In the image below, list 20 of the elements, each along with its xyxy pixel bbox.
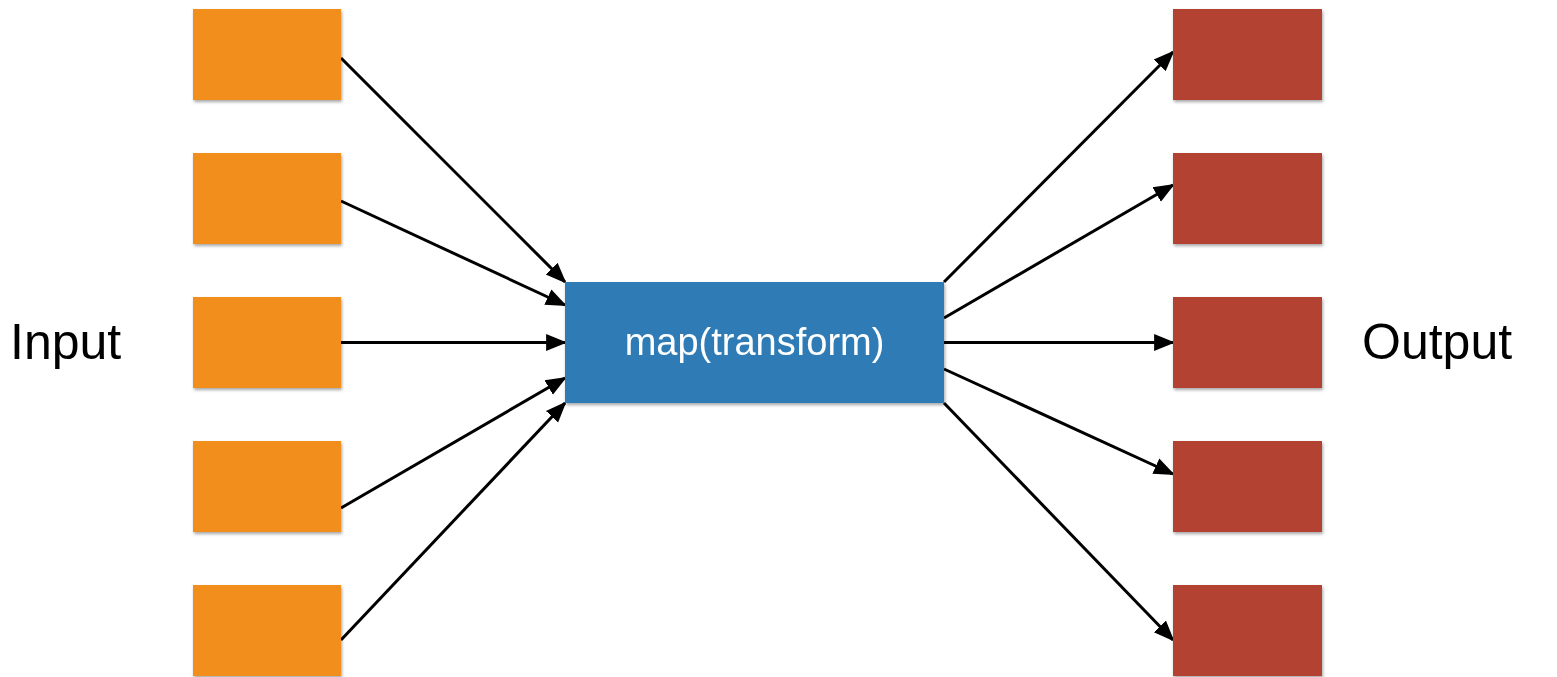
input-box bbox=[193, 441, 341, 532]
arrow bbox=[943, 183, 1175, 320]
output-box bbox=[1173, 585, 1322, 676]
arrow bbox=[942, 50, 1175, 284]
output-label: Output bbox=[1362, 313, 1513, 372]
arrow bbox=[943, 367, 1175, 476]
input-box bbox=[193, 153, 341, 244]
arrow bbox=[340, 376, 567, 510]
process-label: map(transform) bbox=[624, 320, 885, 365]
input-label: Input bbox=[10, 313, 122, 372]
arrow bbox=[942, 401, 1175, 642]
output-box bbox=[1173, 9, 1322, 100]
input-box bbox=[193, 585, 341, 676]
arrow bbox=[340, 199, 567, 307]
output-box bbox=[1173, 441, 1322, 532]
input-box bbox=[193, 297, 341, 388]
output-box bbox=[1173, 297, 1322, 388]
input-box bbox=[193, 9, 341, 100]
output-box bbox=[1173, 153, 1322, 244]
process-box bbox=[565, 282, 944, 403]
